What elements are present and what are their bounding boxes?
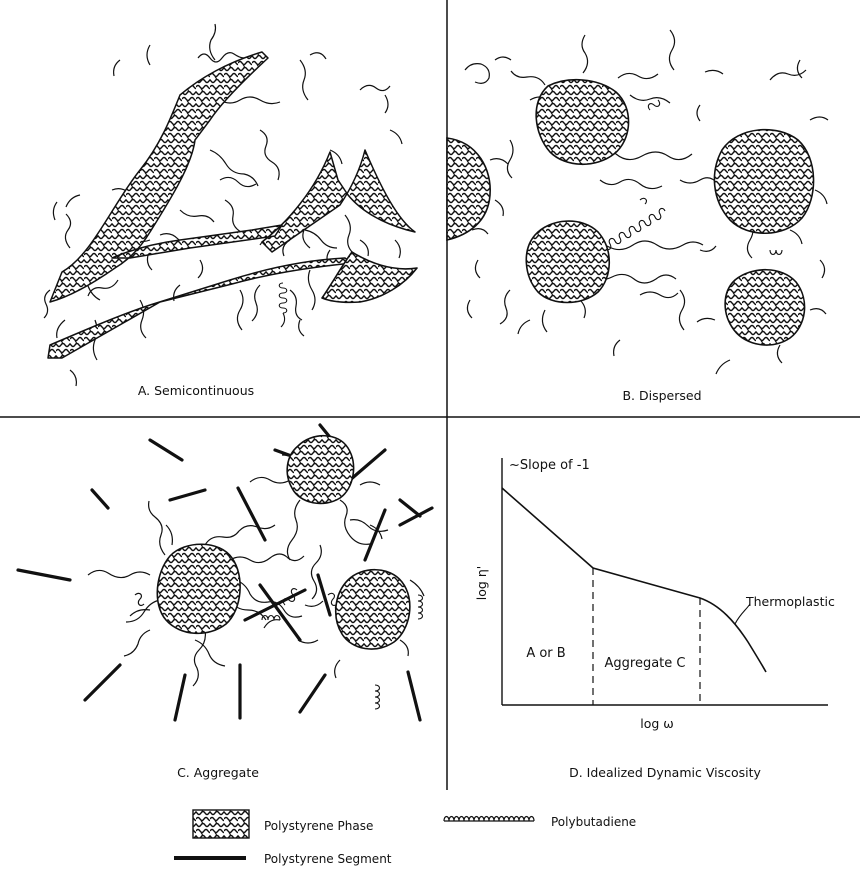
coiled-chain [279,283,287,327]
panel-a-caption: A. Semicontinuous [138,383,254,398]
polystyrene-domain [447,138,490,240]
polystyrene-domain [536,80,628,165]
legend-label-polystyrene-segment: Polystyrene Segment [264,852,392,866]
panel-b: B. Dispersed [447,30,828,403]
region-label-a-or-b: A or B [526,646,565,661]
x-axis-label: log ω [640,716,674,731]
panel-c-caption: C. Aggregate [177,765,259,780]
slope-note: ~Slope of -1 [509,458,590,473]
polystyrene-domain [336,570,410,649]
polystyrene-domain [526,221,609,302]
panel-c: C. Aggregate [18,425,432,780]
viscosity-curve [502,488,766,672]
polystyrene-domain [725,270,804,345]
y-axis-label: log η' [474,566,489,600]
legend-swatch-polystyrene-phase [193,810,249,838]
legend-swatch-polybutadiene [444,817,534,822]
region-label-thermoplastic: Thermoplastic [745,594,835,609]
legend-label-polystyrene-phase: Polystyrene Phase [264,819,373,833]
panel-b-caption: B. Dispersed [622,388,701,403]
legend-label-polybutadiene: Polybutadiene [551,815,636,829]
panel-d: ~Slope of -1 log η' log ω A or B Aggrega… [474,458,835,780]
panel-a: A. Semicontinuous [44,24,417,398]
legend: Polystyrene Phase Polybutadiene Polystyr… [174,810,636,866]
polystyrene-domain [714,130,813,234]
region-label-aggregate-c: Aggregate C [605,656,686,671]
polystyrene-domain [157,544,240,633]
panel-d-caption: D. Idealized Dynamic Viscosity [569,765,761,780]
polystyrene-domain [287,436,353,504]
